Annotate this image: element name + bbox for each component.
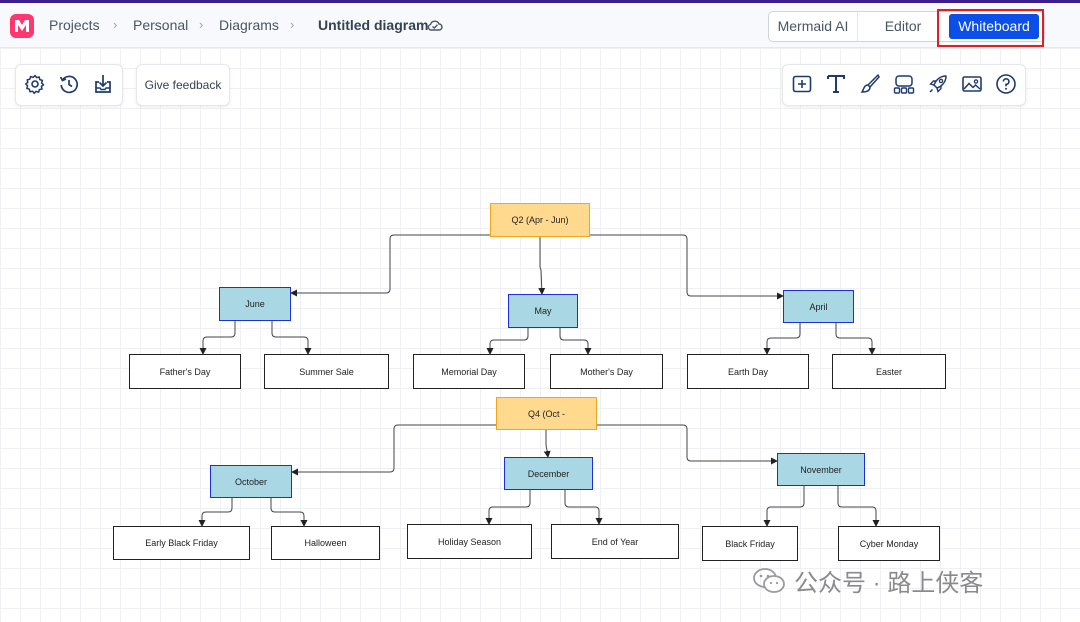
fathers-day-node[interactable]: Father's Day <box>129 354 241 389</box>
connector-april-easter <box>835 323 876 355</box>
shapes-icon[interactable] <box>893 73 915 95</box>
black-friday-node[interactable]: Black Friday <box>702 526 798 561</box>
editor-tab[interactable]: Editor <box>884 18 922 34</box>
mode-switcher: Mermaid AI Editor Whiteboard <box>768 11 1045 42</box>
whiteboard-tab[interactable]: Whiteboard <box>949 14 1039 39</box>
give-feedback-button[interactable]: Give feedback <box>136 64 230 106</box>
june-node[interactable]: June <box>219 287 291 321</box>
breadcrumb-projects[interactable]: Projects <box>49 17 100 33</box>
q4-node[interactable]: Q4 (Oct - <box>496 397 597 430</box>
earth-day-node[interactable]: Earth Day <box>687 354 809 389</box>
connector-december-holiday-season <box>485 490 531 525</box>
cyber-monday-node[interactable]: Cyber Monday <box>838 526 940 561</box>
connector-june-fathers-day <box>199 321 236 355</box>
left-toolbar <box>15 64 123 106</box>
connector-q2-april <box>590 234 784 300</box>
connector-q4-december <box>543 430 551 458</box>
summer-sale-node[interactable]: Summer Sale <box>264 354 389 389</box>
november-node[interactable]: November <box>777 453 865 486</box>
connector-q2-may <box>538 237 546 295</box>
watermark-text: 公众号 · 路上侠客 <box>794 570 984 597</box>
brush-icon[interactable] <box>859 73 881 95</box>
end-of-year-node[interactable]: End of Year <box>551 524 679 559</box>
q2-node[interactable]: Q2 (Apr - Jun) <box>490 203 590 237</box>
breadcrumb-separator: › <box>113 17 118 32</box>
breadcrumb-diagrams[interactable]: Diagrams <box>219 17 279 33</box>
connector-december-end-of-year <box>564 490 603 525</box>
connector-q4-november <box>597 424 778 465</box>
connector-october-halloween <box>270 497 308 527</box>
history-icon[interactable] <box>58 73 80 95</box>
december-node[interactable]: December <box>504 457 593 490</box>
breadcrumb-personal[interactable]: Personal <box>133 17 189 33</box>
right-toolbar <box>782 64 1026 106</box>
october-node[interactable]: October <box>210 465 292 498</box>
connector-october-early-black-friday <box>198 497 233 527</box>
add-shape-icon[interactable] <box>791 73 813 95</box>
diagram-title[interactable]: Untitled diagram <box>318 17 429 33</box>
connector-november-black-friday <box>763 486 805 527</box>
april-node[interactable]: April <box>783 290 854 323</box>
rocket-icon[interactable] <box>927 73 949 95</box>
mermaid-ai-tab[interactable]: Mermaid AI <box>769 12 858 41</box>
holiday-season-node[interactable]: Holiday Season <box>407 524 532 559</box>
early-black-friday-node[interactable]: Early Black Friday <box>113 526 250 560</box>
wechat-icon <box>753 567 785 593</box>
text-icon[interactable] <box>825 73 847 95</box>
connector-q4-october <box>291 424 496 476</box>
connector-may-memorial-day <box>486 328 529 355</box>
top-accent-strip <box>0 0 1080 3</box>
cloud-saved-icon <box>427 18 443 37</box>
easter-node[interactable]: Easter <box>832 354 946 389</box>
breadcrumb-separator: › <box>199 17 204 32</box>
halloween-node[interactable]: Halloween <box>271 526 380 560</box>
memorial-day-node[interactable]: Memorial Day <box>413 354 525 389</box>
image-icon[interactable] <box>961 73 983 95</box>
app-header: Projects › Personal › Diagrams › Untitle… <box>0 3 1080 48</box>
connector-q2-june <box>290 234 490 297</box>
connector-may-mothers-day <box>559 328 592 355</box>
connector-april-earth-day <box>763 323 801 355</box>
download-icon[interactable] <box>92 73 114 95</box>
mermaid-logo-icon[interactable] <box>10 14 34 38</box>
highlight-box <box>937 9 1044 47</box>
watermark: 公众号 · 路上侠客 <box>752 563 983 598</box>
mothers-day-node[interactable]: Mother's Day <box>550 354 663 389</box>
breadcrumb-separator: › <box>290 17 295 32</box>
connector-november-cyber-monday <box>837 486 880 527</box>
connector-june-summer-sale <box>271 321 312 355</box>
help-icon[interactable] <box>995 73 1017 95</box>
may-node[interactable]: May <box>508 294 578 328</box>
gear-icon[interactable] <box>24 73 46 95</box>
